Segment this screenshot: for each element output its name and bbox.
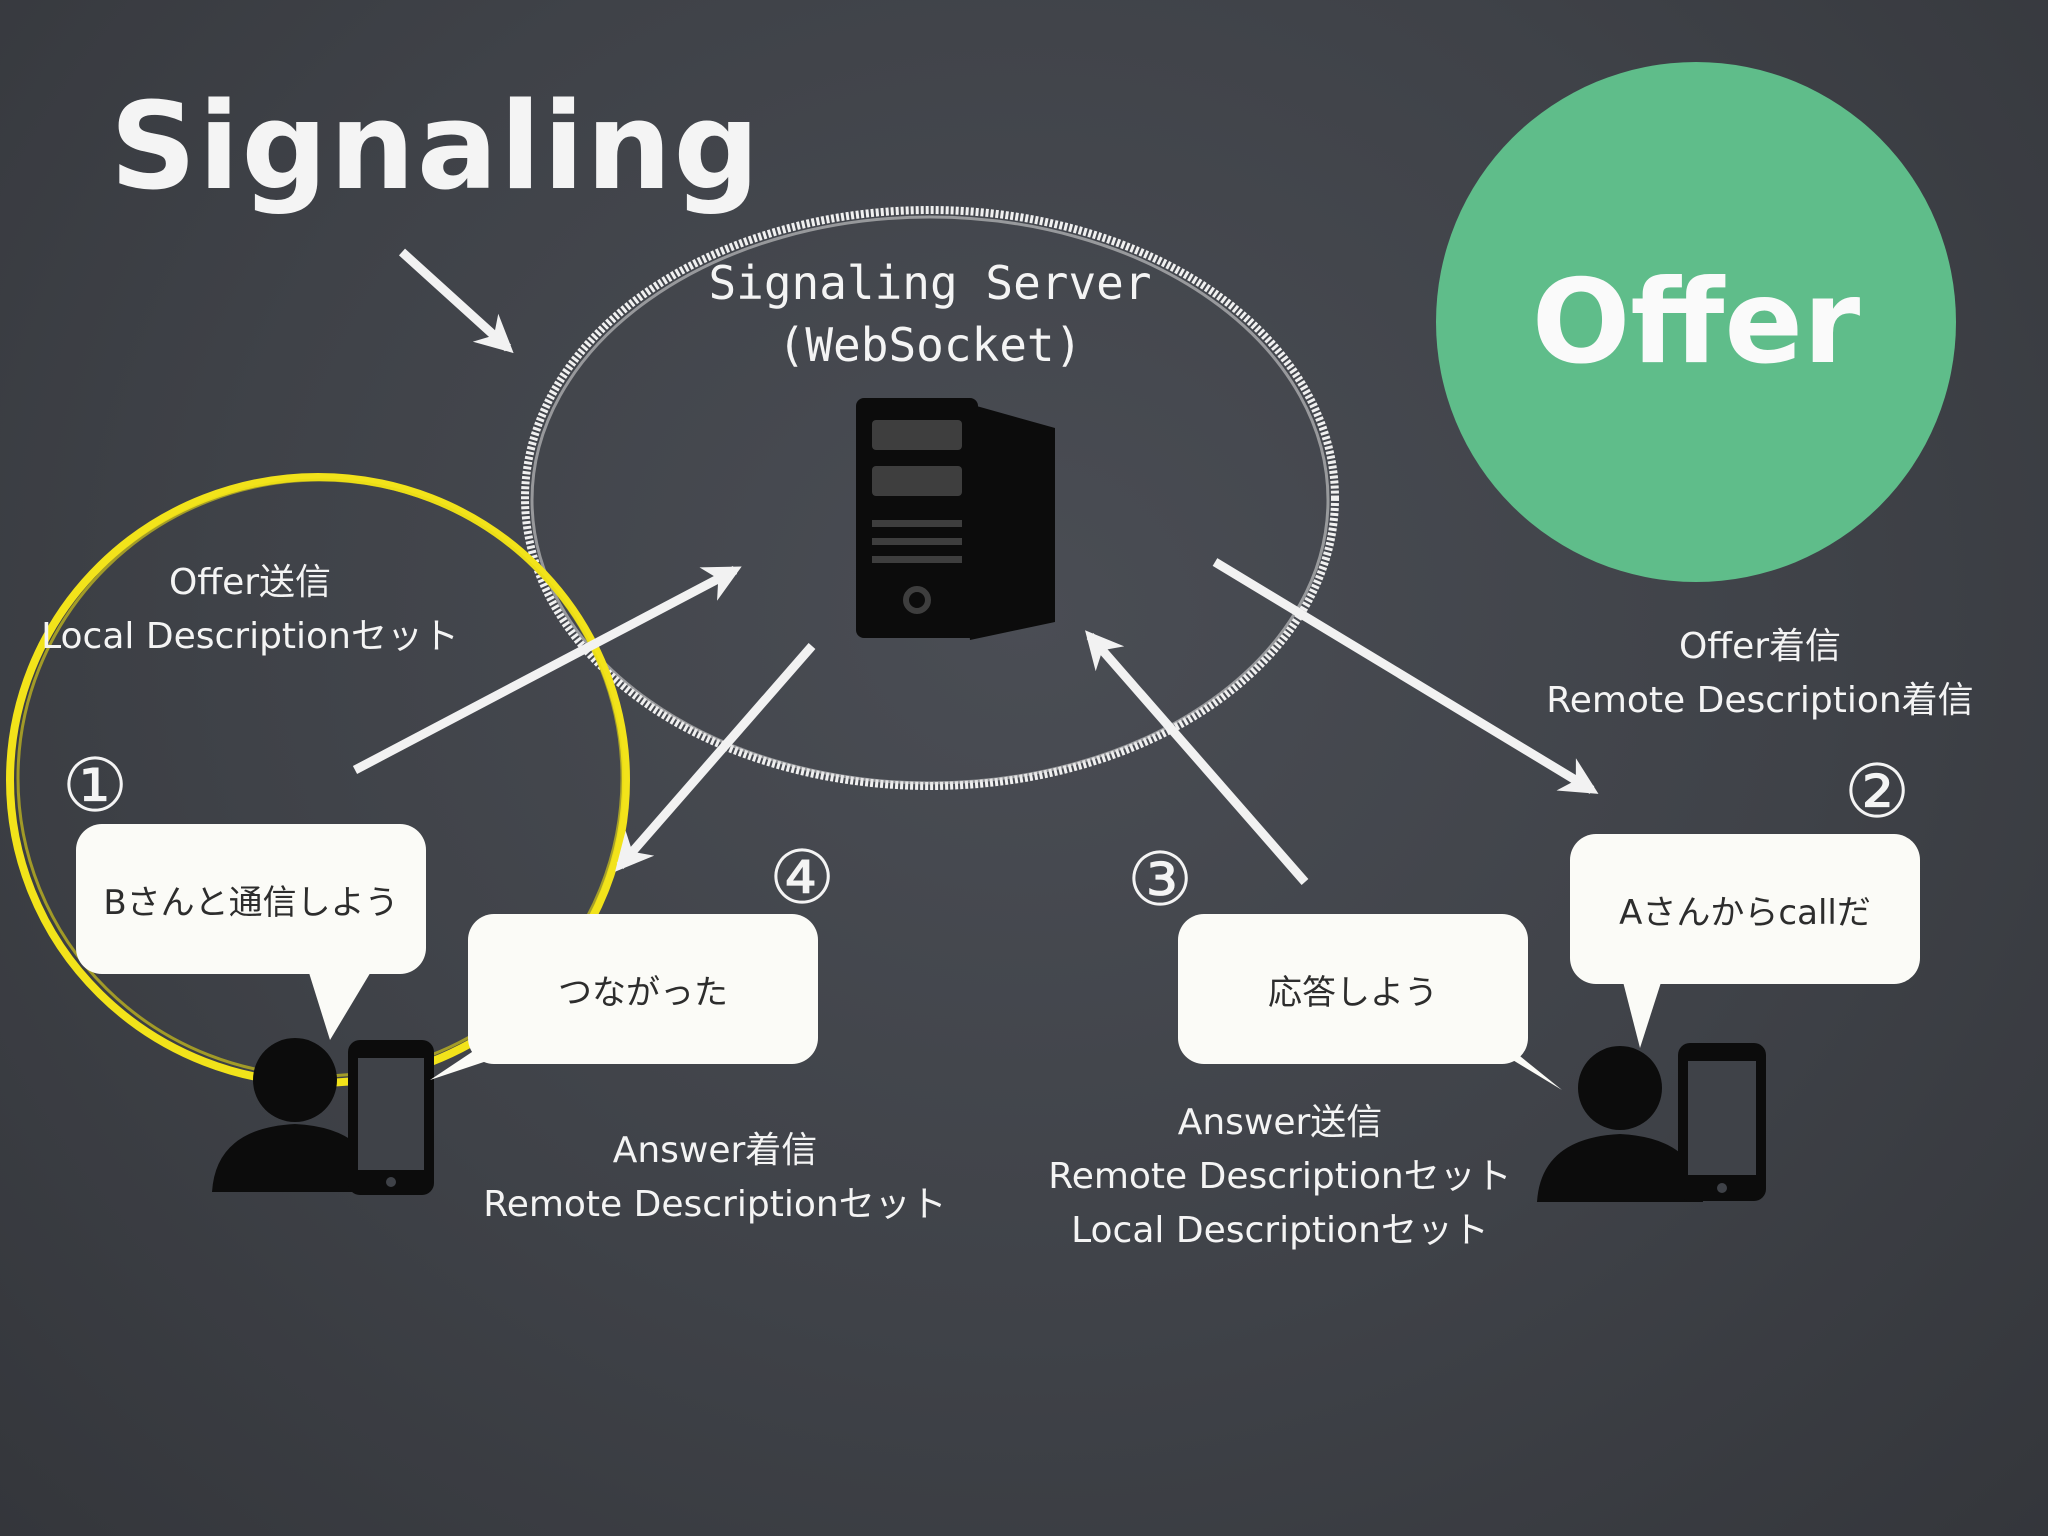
title-arrow xyxy=(398,248,514,354)
label-offer-send-line2: Local Descriptionセット xyxy=(41,616,459,657)
label-answer-receive-line2: Remote Descriptionセット xyxy=(483,1184,947,1225)
bubble-respond: 応答しよう xyxy=(1178,914,1528,1064)
label-answer-send-line3: Local Descriptionセット xyxy=(1071,1210,1489,1251)
label-answer-send-line2: Remote Descriptionセット xyxy=(1048,1156,1512,1197)
bubble-call-b: Bさんと通信しよう xyxy=(76,824,426,974)
bubble-tail-call-b xyxy=(305,960,378,1040)
label-answer-receive: Answer着信 Remote Descriptionセット xyxy=(470,1124,960,1232)
label-offer-receive-line2: Remote Description着信 xyxy=(1546,680,1974,721)
user-left-icon xyxy=(212,1038,378,1192)
step-number-3: ③ xyxy=(1126,837,1194,923)
bubble-call-b-text: Bさんと通信しよう xyxy=(103,882,399,923)
label-offer-receive-line1: Offer着信 xyxy=(1678,626,1842,667)
server-icon xyxy=(856,398,1055,640)
label-offer-receive: Offer着信 Remote Description着信 xyxy=(1530,620,1990,728)
offer-badge: Offer xyxy=(1436,62,1956,582)
arrow-answer-to-server xyxy=(1085,630,1309,885)
phone-right-icon xyxy=(1678,1043,1766,1201)
server-ellipse xyxy=(521,206,1339,790)
arrow-offer-to-server xyxy=(352,566,742,774)
step-number-4: ④ xyxy=(768,835,836,921)
step-number-2: ② xyxy=(1843,749,1911,835)
label-answer-send: Answer送信 Remote Descriptionセット Local Des… xyxy=(1035,1096,1525,1258)
label-offer-send-line1: Offer送信 xyxy=(168,562,332,603)
user-right-icon xyxy=(1537,1046,1703,1202)
bubble-tail-call-from-a xyxy=(1620,970,1665,1048)
step-number-1: ① xyxy=(61,743,129,829)
phone-left-icon xyxy=(348,1040,434,1195)
label-answer-receive-line1: Answer着信 xyxy=(612,1130,818,1171)
arrow-server-to-offer-receiver xyxy=(1212,558,1599,794)
server-label-line1: Signaling Server xyxy=(708,256,1152,310)
bubble-call-from-a: Aさんからcallだ xyxy=(1570,834,1920,984)
arrow-server-to-answer-receiver xyxy=(615,643,816,872)
server-ellipse-echo xyxy=(530,215,1330,785)
server-label: Signaling Server (WebSocket) xyxy=(690,252,1170,376)
server-label-line2: (WebSocket) xyxy=(777,318,1083,372)
bubble-respond-text: 応答しよう xyxy=(1268,972,1438,1013)
label-answer-send-line1: Answer送信 xyxy=(1177,1102,1383,1143)
bubble-call-from-a-text: Aさんからcallだ xyxy=(1619,892,1871,933)
label-offer-send: Offer送信 Local Descriptionセット xyxy=(30,556,470,664)
slide-title: Signaling xyxy=(110,78,762,217)
bubble-connected-text: つながった xyxy=(558,972,728,1013)
bubble-connected: つながった xyxy=(468,914,818,1064)
